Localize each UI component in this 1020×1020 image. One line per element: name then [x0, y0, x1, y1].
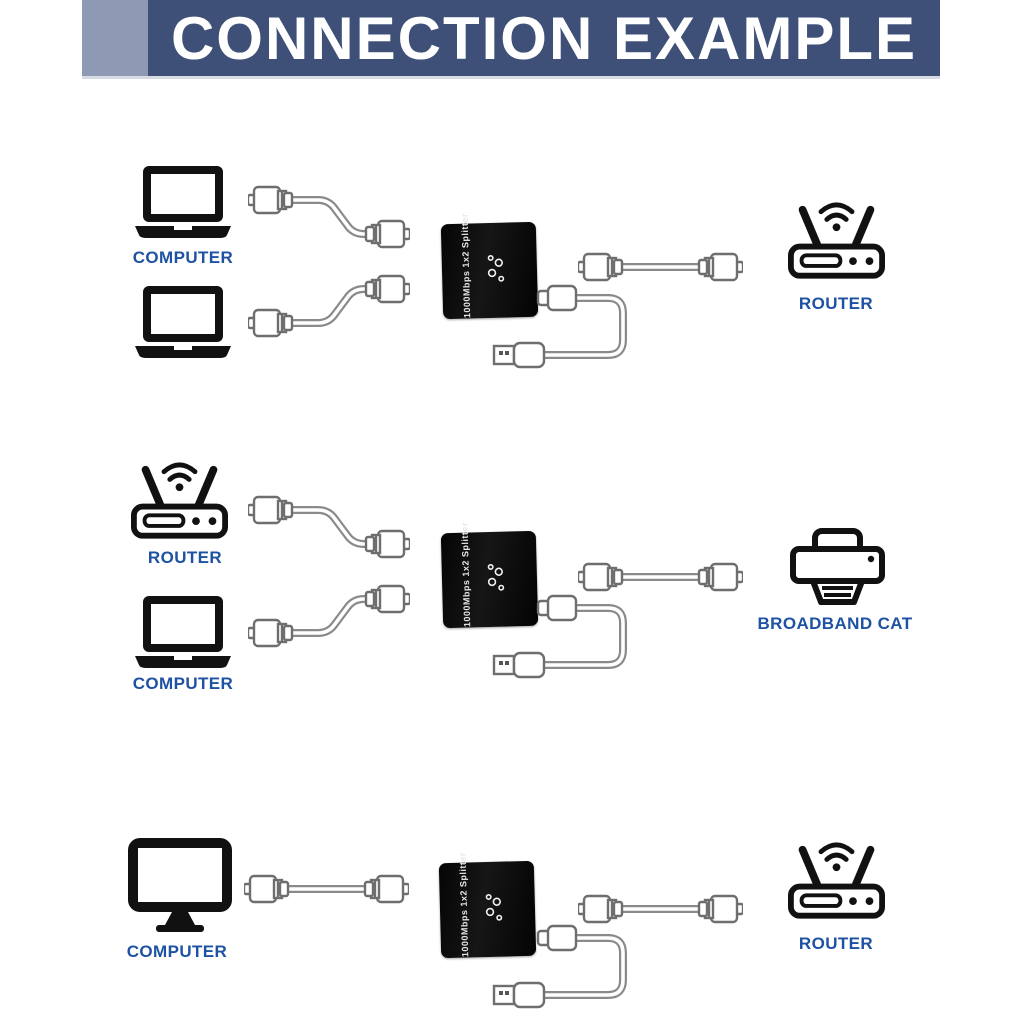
ethernet-cable-icon [244, 865, 409, 913]
device-label-broadband-cat: BROADBAND CAT [757, 614, 913, 633]
laptop-icon [135, 596, 231, 668]
ethernet-cable-icon [248, 582, 410, 650]
header-bar: CONNECTION EXAMPLE [82, 0, 940, 79]
device-label-computer: COMPUTER [126, 942, 228, 961]
ethernet-cable-icon [248, 493, 410, 561]
usb-power-cable-icon [468, 282, 638, 374]
monitor-icon [128, 838, 232, 932]
router-icon [788, 826, 885, 921]
device-label-router: ROUTER [147, 548, 223, 567]
printer-icon [790, 528, 885, 606]
device-label-router: ROUTER [798, 934, 874, 953]
page-title: CONNECTION EXAMPLE [170, 4, 918, 72]
ethernet-cable-icon [248, 272, 410, 340]
device-label-computer: COMPUTER [132, 248, 234, 267]
usb-power-cable-icon [468, 592, 638, 684]
router-icon [788, 186, 885, 281]
router-icon [131, 446, 228, 541]
device-label-router: ROUTER [798, 294, 874, 313]
splitter-ports-icon [487, 254, 505, 283]
laptop-icon [135, 166, 231, 238]
ethernet-cable-icon [248, 183, 410, 251]
splitter-ports-icon [485, 893, 503, 922]
device-label-computer: COMPUTER [132, 674, 234, 693]
laptop-icon [135, 286, 231, 358]
header-accent-block [82, 0, 148, 76]
splitter-ports-icon [487, 563, 505, 592]
usb-power-cable-icon [468, 922, 638, 1014]
